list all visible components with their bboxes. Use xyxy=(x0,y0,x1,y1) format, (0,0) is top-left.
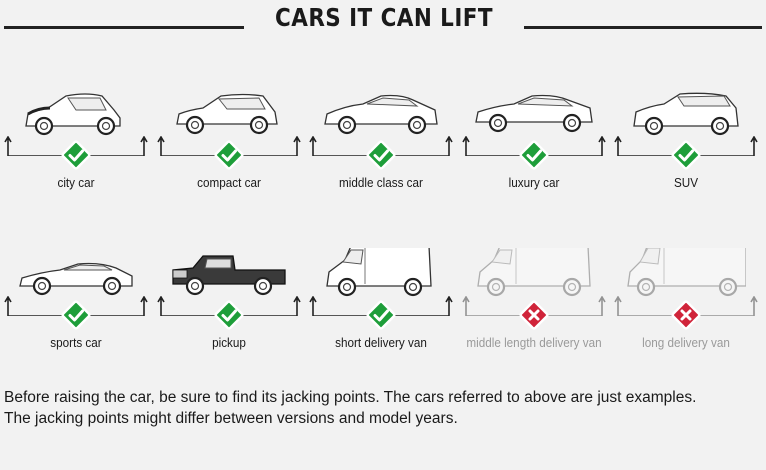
vehicle-label: middle class car xyxy=(339,175,423,190)
luxury-car-icon xyxy=(475,94,593,133)
pickup-truck-icon xyxy=(172,255,286,296)
vehicle-card-pickup: pickup xyxy=(153,240,305,360)
middle-van-icon xyxy=(477,248,591,297)
vehicle-card-middle-length-delivery-van: middle length delivery van xyxy=(458,240,610,360)
vehicle-card-sports-car: sports car xyxy=(0,240,152,360)
vehicle-card-luxury-car: luxury car xyxy=(458,80,610,200)
row-cars-2: sports car pickup short delivery van xyxy=(0,240,766,360)
check-icon xyxy=(214,140,244,170)
vehicle-card-long-delivery-van: long delivery van xyxy=(610,240,762,360)
title-rule-left xyxy=(4,26,244,29)
check-icon xyxy=(61,140,91,170)
title-rule-right xyxy=(524,26,762,29)
cross-icon xyxy=(671,300,701,330)
compact-car-icon xyxy=(176,93,278,135)
check-icon xyxy=(61,300,91,330)
long-van-icon xyxy=(627,248,746,297)
check-icon xyxy=(519,140,549,170)
jacking-points-note: Before raising the car, be sure to find … xyxy=(4,387,762,429)
check-icon xyxy=(671,140,701,170)
vehicle-label: pickup xyxy=(212,335,246,350)
check-icon xyxy=(366,300,396,330)
note-line-2: The jacking points might differ between … xyxy=(4,410,458,427)
vehicle-label: long delivery van xyxy=(642,335,730,350)
city-car-icon xyxy=(25,93,121,136)
check-icon xyxy=(214,300,244,330)
suv-icon xyxy=(633,92,739,136)
vehicle-label: city car xyxy=(57,175,95,190)
page-title: CARS IT CAN LIFT xyxy=(275,3,493,32)
vehicle-card-middle-class-car: middle class car xyxy=(305,80,457,200)
vehicle-label: short delivery van xyxy=(335,335,427,350)
check-icon xyxy=(366,140,396,170)
vehicle-card-short-delivery-van: short delivery van xyxy=(305,240,457,360)
vehicle-card-city-car: city car xyxy=(0,80,152,200)
vehicle-label: luxury car xyxy=(508,175,560,190)
vehicle-label: sports car xyxy=(50,335,102,350)
cross-icon xyxy=(519,300,549,330)
row-cars-1: city car compact car middle class car lu… xyxy=(0,80,766,200)
vehicle-label: compact car xyxy=(197,175,261,190)
sports-car-icon xyxy=(19,262,133,296)
short-van-icon xyxy=(326,248,432,297)
vehicle-card-compact-car: compact car xyxy=(153,80,305,200)
note-line-1: Before raising the car, be sure to find … xyxy=(4,389,697,406)
sedan-car-icon xyxy=(324,94,438,135)
vehicle-card-suv: SUV xyxy=(610,80,762,200)
vehicle-label: middle length delivery van xyxy=(466,335,602,350)
vehicle-label: SUV xyxy=(673,175,699,190)
